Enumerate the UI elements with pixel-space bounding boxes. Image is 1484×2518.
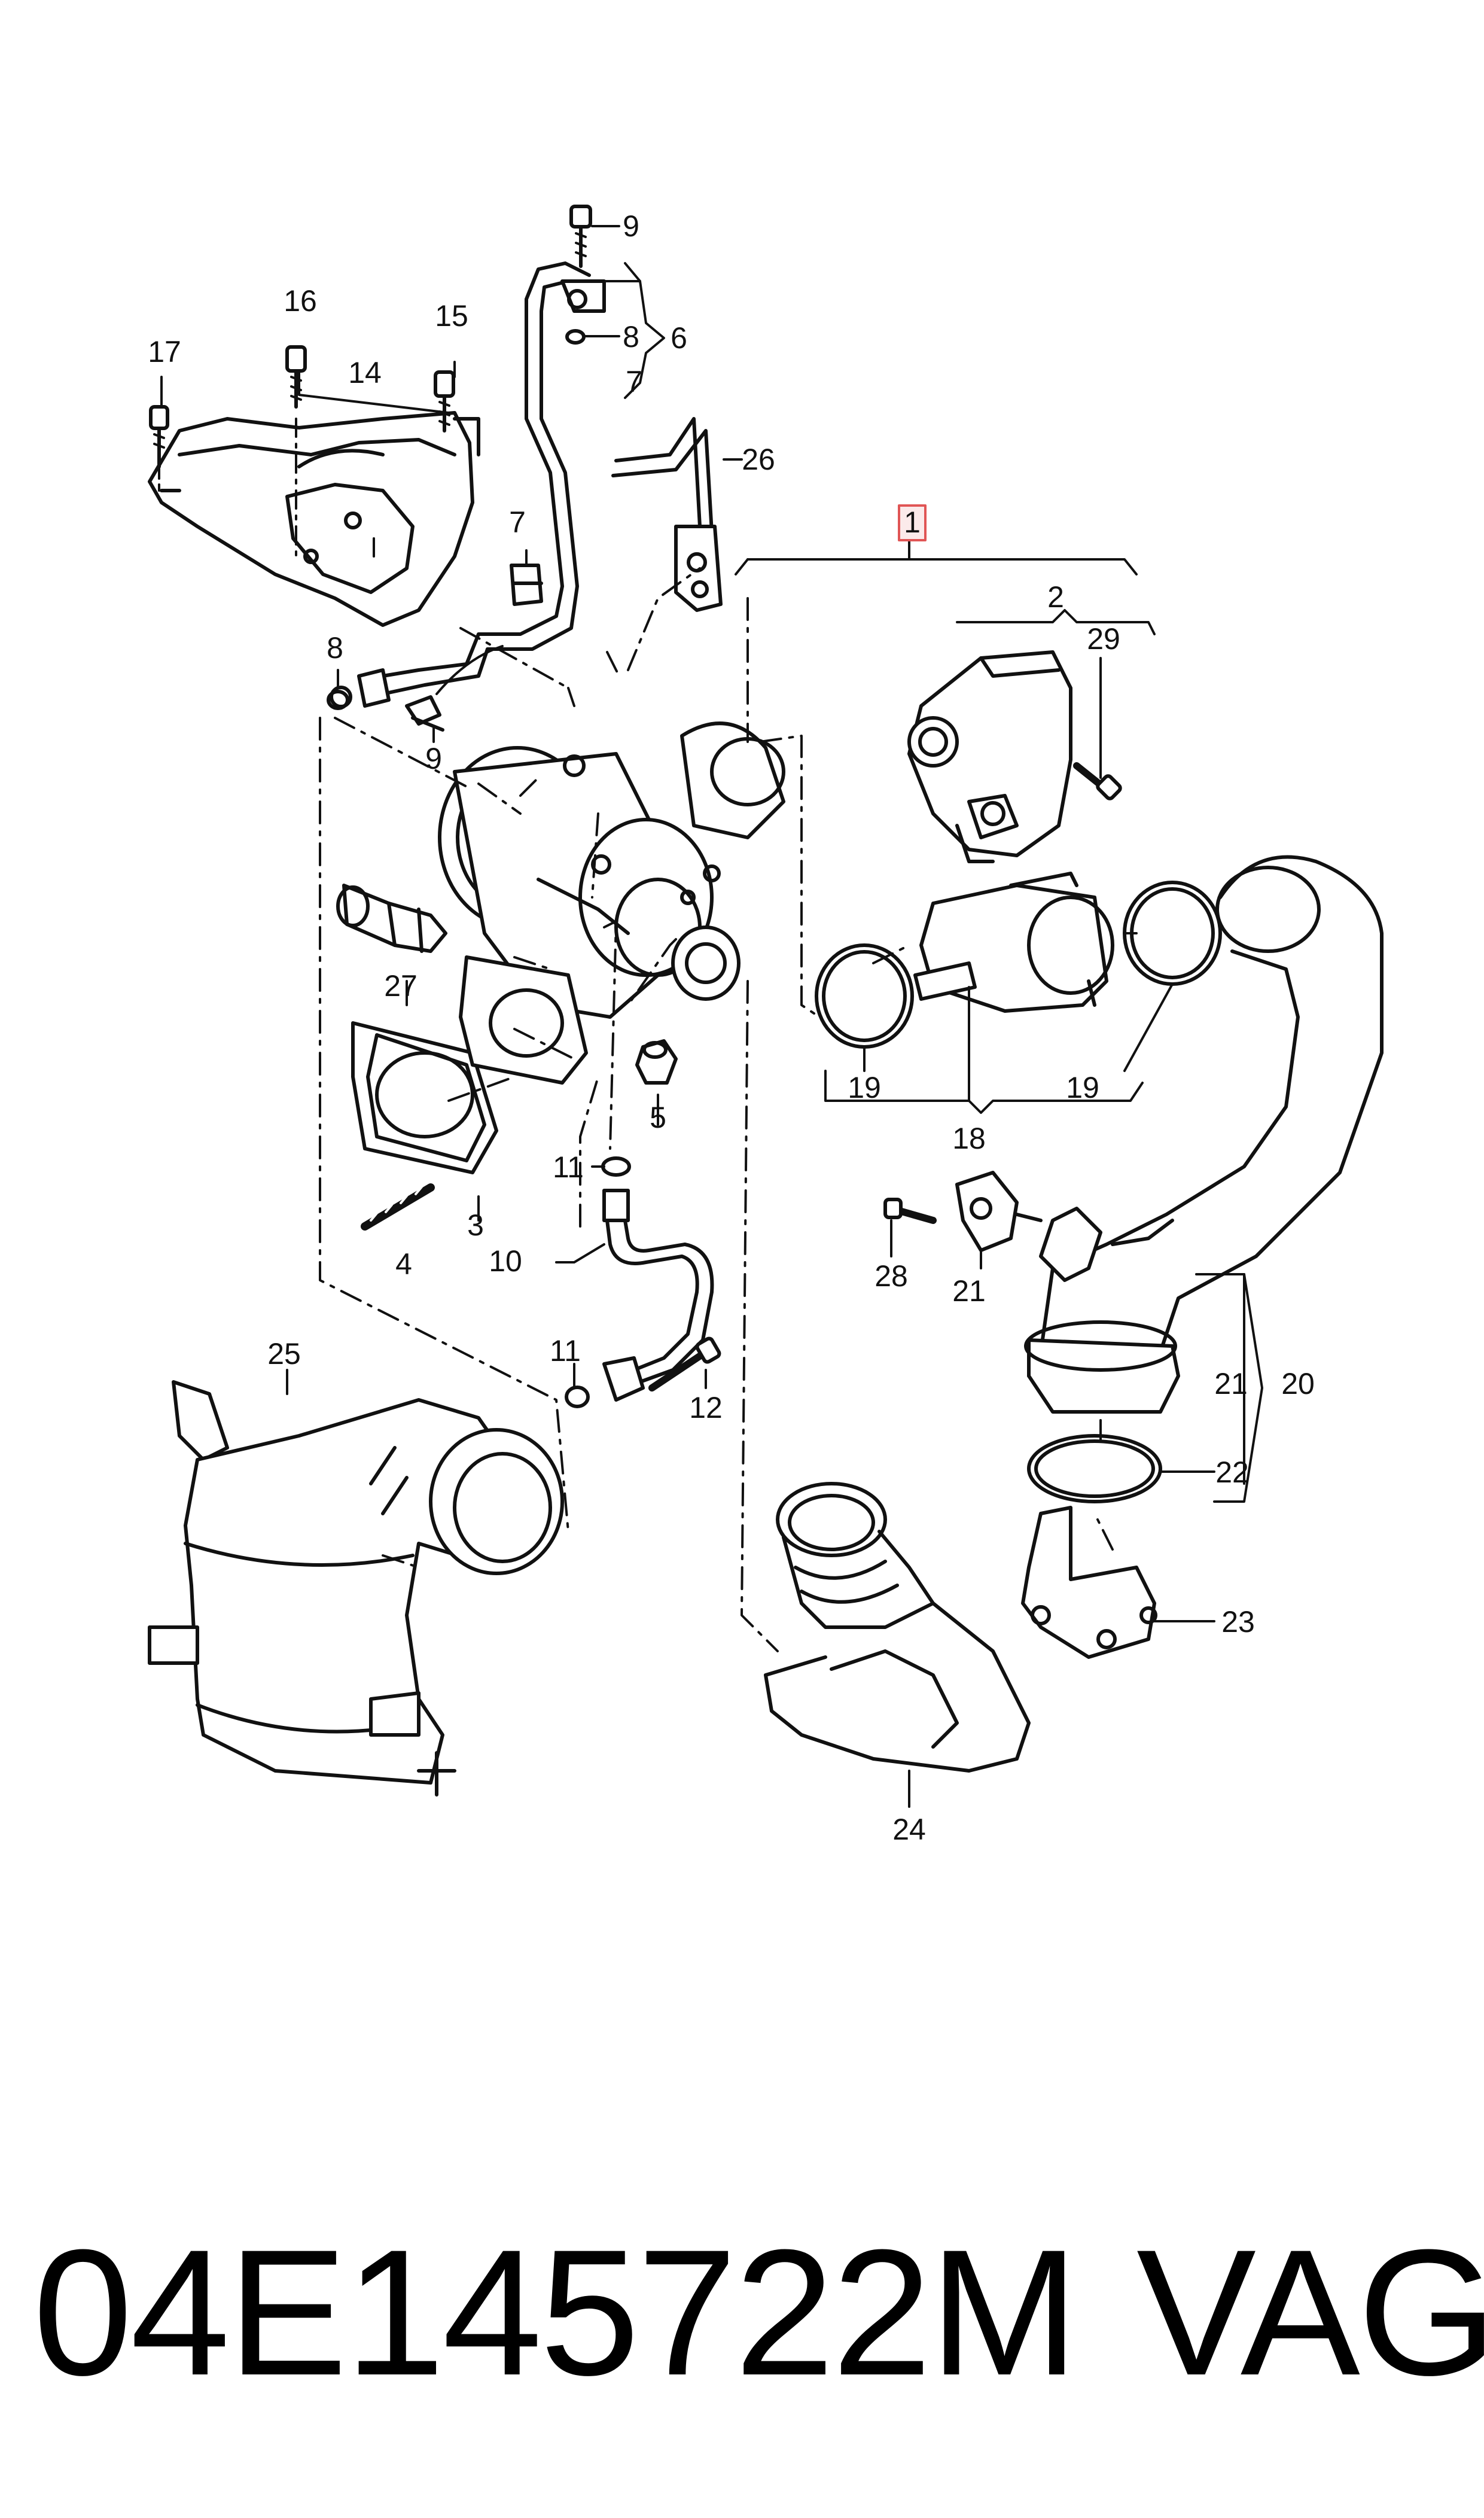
bolt-28 [883,1198,937,1224]
callout-19-left: 19 [848,1071,881,1104]
callout-9-top: 9 [623,209,639,243]
callout-9-mid: 9 [425,742,442,775]
vacuum-pipe-26 [611,417,723,612]
highlight-box-1 [898,504,927,541]
intake-hose-24 [764,1482,1031,1773]
connector-pipe [913,872,1114,1013]
callout-8-mid: 8 [327,631,343,665]
sensor-mount [1039,1207,1102,1282]
callout-11-bottom: 11 [550,1334,581,1368]
callout-22: 22 [1215,1456,1249,1489]
callout-16: 16 [284,284,317,318]
seal-8-lower [327,690,349,710]
callout-14: 14 [348,356,382,389]
seal-ring-22 [1027,1434,1162,1503]
callout-10: 10 [489,1244,522,1278]
seal-8-top [565,329,586,345]
callout-24: 24 [892,1813,926,1846]
leader-lines [160,225,1263,1808]
bolt-9-top [569,205,592,268]
callout-11-top: 11 [553,1150,584,1184]
callout-20: 20 [1281,1367,1315,1400]
actuator [907,650,1072,863]
callout-7-mid: 7 [509,506,526,539]
bracket-23 [1021,1506,1157,1659]
pressure-sensor [955,1171,1043,1252]
callout-6: 6 [671,321,687,355]
heat-shield [148,411,480,627]
turbocharger [438,721,785,1019]
flange-gasket [459,955,588,1085]
callout-17: 17 [148,335,181,369]
callout-15: 15 [435,299,468,333]
oil-return-line [565,1156,714,1408]
seal-ring-19-left [815,943,914,1049]
callout-4: 4 [395,1247,412,1281]
bolt-9-lower [405,695,444,732]
bolt-12 [648,1336,721,1392]
callout-27: 27 [384,969,418,1003]
callout-19-right: 19 [1066,1071,1099,1104]
callout-5: 5 [650,1101,666,1134]
callout-18: 18 [952,1122,986,1155]
callout-28: 28 [874,1259,908,1293]
bolt-29 [1073,762,1122,800]
callout-3: 3 [467,1208,484,1242]
brand-label: VAG [1136,2212,1484,2413]
seal-ring-19-right [1123,881,1222,986]
nut-5 [635,1039,678,1085]
bolt-17 [149,405,169,492]
callout-21-sensor: 21 [952,1274,986,1308]
footer: 04E145722M VAG [0,2202,1484,2417]
callout-1: 1 [904,506,921,539]
charge-air-pipe [1024,855,1384,1414]
oil-supply-line [330,261,606,708]
alignment-lines [319,567,1138,1652]
callout-29: 29 [1087,622,1120,656]
stud-4 [361,1183,435,1231]
callout-labels: 1 2 29 9 8 6 7 26 16 15 17 14 7 8 9 27 5… [148,209,1315,1846]
pipe-27 [336,884,447,953]
callout-7-top: 7 [626,365,642,398]
callout-2: 2 [1047,580,1064,614]
callout-21-pipe: 21 [1214,1367,1248,1400]
callout-12: 12 [689,1391,723,1424]
part-number: 04E145722M [33,2212,1079,2413]
callout-23: 23 [1221,1605,1255,1639]
clip-7 [510,564,543,606]
catalytic-converter [148,1380,564,1797]
bolt-16 [285,345,307,558]
callout-8-top: 8 [623,320,639,354]
callout-26: 26 [742,443,775,476]
callout-25: 25 [267,1337,301,1371]
